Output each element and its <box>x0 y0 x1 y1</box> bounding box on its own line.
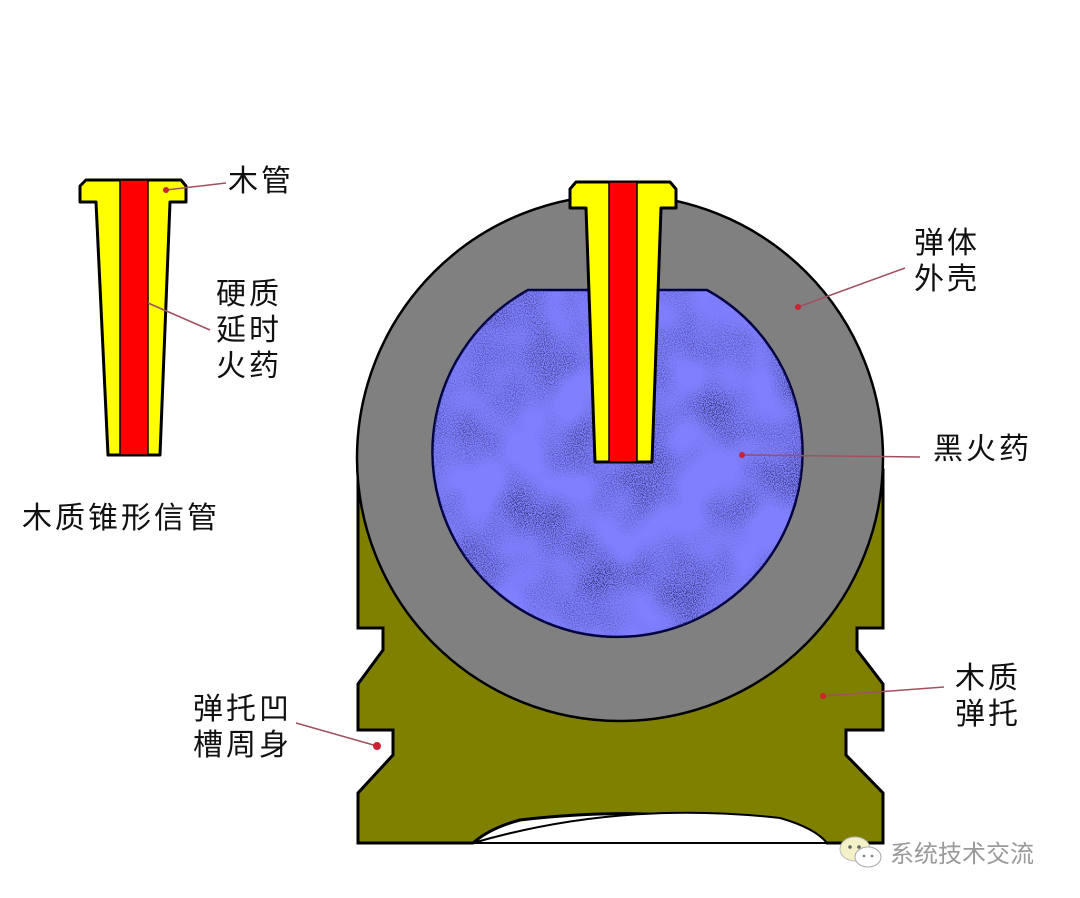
label-sabot-groove: 弹托凹 槽周身 <box>193 692 292 763</box>
leader-dots <box>163 187 826 750</box>
watermark: 系统技术交流 <box>838 834 1034 869</box>
watermark-text: 系统技术交流 <box>890 840 1034 868</box>
label-shell-casing: 弹体 外壳 <box>914 226 980 297</box>
label-hard-delay-powder: 硬质 延时 火药 <box>216 277 282 384</box>
inserted-fuse-delay-powder <box>608 181 638 463</box>
fuse-delay-powder <box>119 179 149 456</box>
label-black-powder: 黑火药 <box>933 432 1032 467</box>
standalone-fuse <box>78 178 188 457</box>
label-fuse-caption: 木质锥形信管 <box>22 501 220 536</box>
leader-lines <box>147 182 945 747</box>
wechat-icon <box>839 836 882 867</box>
label-wooden-sabot: 木质 弹托 <box>955 661 1021 732</box>
sabot-bottom-cutout <box>472 811 830 844</box>
inserted-fuse <box>568 180 678 464</box>
label-wood-tube: 木管 <box>228 164 294 199</box>
